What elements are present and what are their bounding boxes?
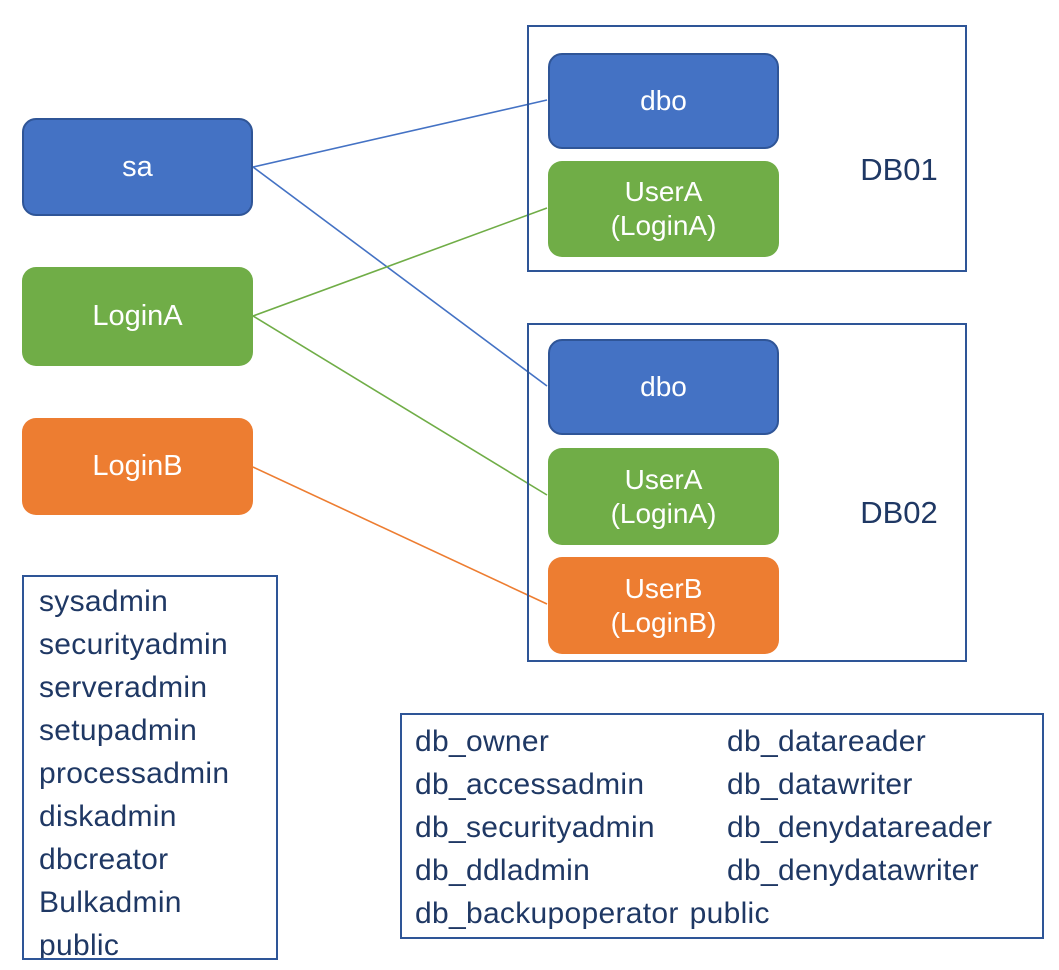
connector-logina-db02-usera bbox=[252, 315, 548, 496]
database-role-row: db_accessadmin db_datawriter bbox=[415, 763, 1042, 806]
login-node-logina: LoginA bbox=[22, 267, 253, 366]
db01-user-usera-sublabel: (LoginA) bbox=[610, 210, 717, 241]
db01-label: DB01 bbox=[860, 152, 938, 187]
database-role-item: db_securityadmin bbox=[415, 811, 655, 844]
database-role-row: db_ddladmin db_denydatawriter bbox=[415, 849, 1042, 892]
server-role-item: securityadmin bbox=[39, 628, 228, 661]
server-role-item: dbcreator bbox=[39, 843, 169, 876]
server-role-item: sysadmin bbox=[39, 585, 169, 618]
login-node-sa: sa bbox=[22, 118, 253, 216]
database-roles-list: db_owner db_datareader db_accessadmin db… bbox=[400, 713, 1044, 939]
database-role-item: db_owner bbox=[415, 725, 550, 758]
db02-label: DB02 bbox=[860, 495, 938, 530]
database-role-item: db_datawriter bbox=[727, 768, 913, 801]
db01-user-usera-label: UserA bbox=[624, 176, 703, 207]
database-role-row: db_backupoperator public bbox=[415, 892, 1042, 935]
db02-user-dbo: dbo bbox=[548, 339, 779, 435]
db01-user-usera: UserA (LoginA) bbox=[548, 161, 779, 257]
database-role-item: public bbox=[689, 897, 770, 930]
server-role-item: serveradmin bbox=[39, 671, 208, 704]
server-role-item: Bulkadmin bbox=[39, 886, 182, 919]
login-node-loginb: LoginB bbox=[22, 418, 253, 515]
database-role-item: db_datareader bbox=[727, 725, 927, 758]
database-role-item: db_denydatawriter bbox=[727, 854, 979, 887]
db01-user-dbo-label: dbo bbox=[640, 85, 687, 116]
connector-sa-db01-dbo bbox=[252, 99, 548, 168]
db02-user-usera-label: UserA bbox=[624, 463, 703, 495]
database-role-item: db_backupoperator bbox=[415, 897, 679, 930]
db02-user-userb: UserB (LoginB) bbox=[548, 557, 779, 654]
connector-loginb-db02-userb bbox=[252, 466, 548, 605]
login-loginb-label: LoginB bbox=[92, 450, 183, 482]
database-role-row: db_owner db_datareader bbox=[415, 720, 1042, 763]
db02-user-dbo-label: dbo bbox=[640, 371, 687, 402]
connector-logina-db01-usera bbox=[252, 207, 548, 317]
db02-user-userb-label: UserB bbox=[624, 572, 703, 604]
db02-user-usera-sublabel: (LoginA) bbox=[610, 497, 717, 529]
db01-user-dbo: dbo bbox=[548, 53, 779, 149]
db02-user-userb-sublabel: (LoginB) bbox=[610, 606, 717, 638]
login-logina-label: LoginA bbox=[92, 300, 183, 332]
db02-user-usera: UserA (LoginA) bbox=[548, 448, 779, 545]
database-role-item: db_ddladmin bbox=[415, 854, 591, 887]
connector-sa-db02-dbo bbox=[252, 166, 548, 387]
server-role-item: public bbox=[39, 929, 120, 960]
server-role-item: processadmin bbox=[39, 757, 230, 790]
database-role-item: db_denydatareader bbox=[727, 811, 993, 844]
server-roles-list: sysadmin securityadmin serveradmin setup… bbox=[22, 575, 278, 960]
login-sa-label: sa bbox=[122, 150, 153, 183]
server-role-item: setupadmin bbox=[39, 714, 198, 747]
database-role-row: db_securityadmin db_denydatareader bbox=[415, 806, 1042, 849]
server-role-item: diskadmin bbox=[39, 800, 177, 833]
database-role-item: db_accessadmin bbox=[415, 768, 645, 801]
database-box-db02: dbo UserA (LoginA) UserB (LoginB) DB02 bbox=[527, 323, 967, 662]
database-box-db01: dbo UserA (LoginA) DB01 bbox=[527, 25, 967, 272]
